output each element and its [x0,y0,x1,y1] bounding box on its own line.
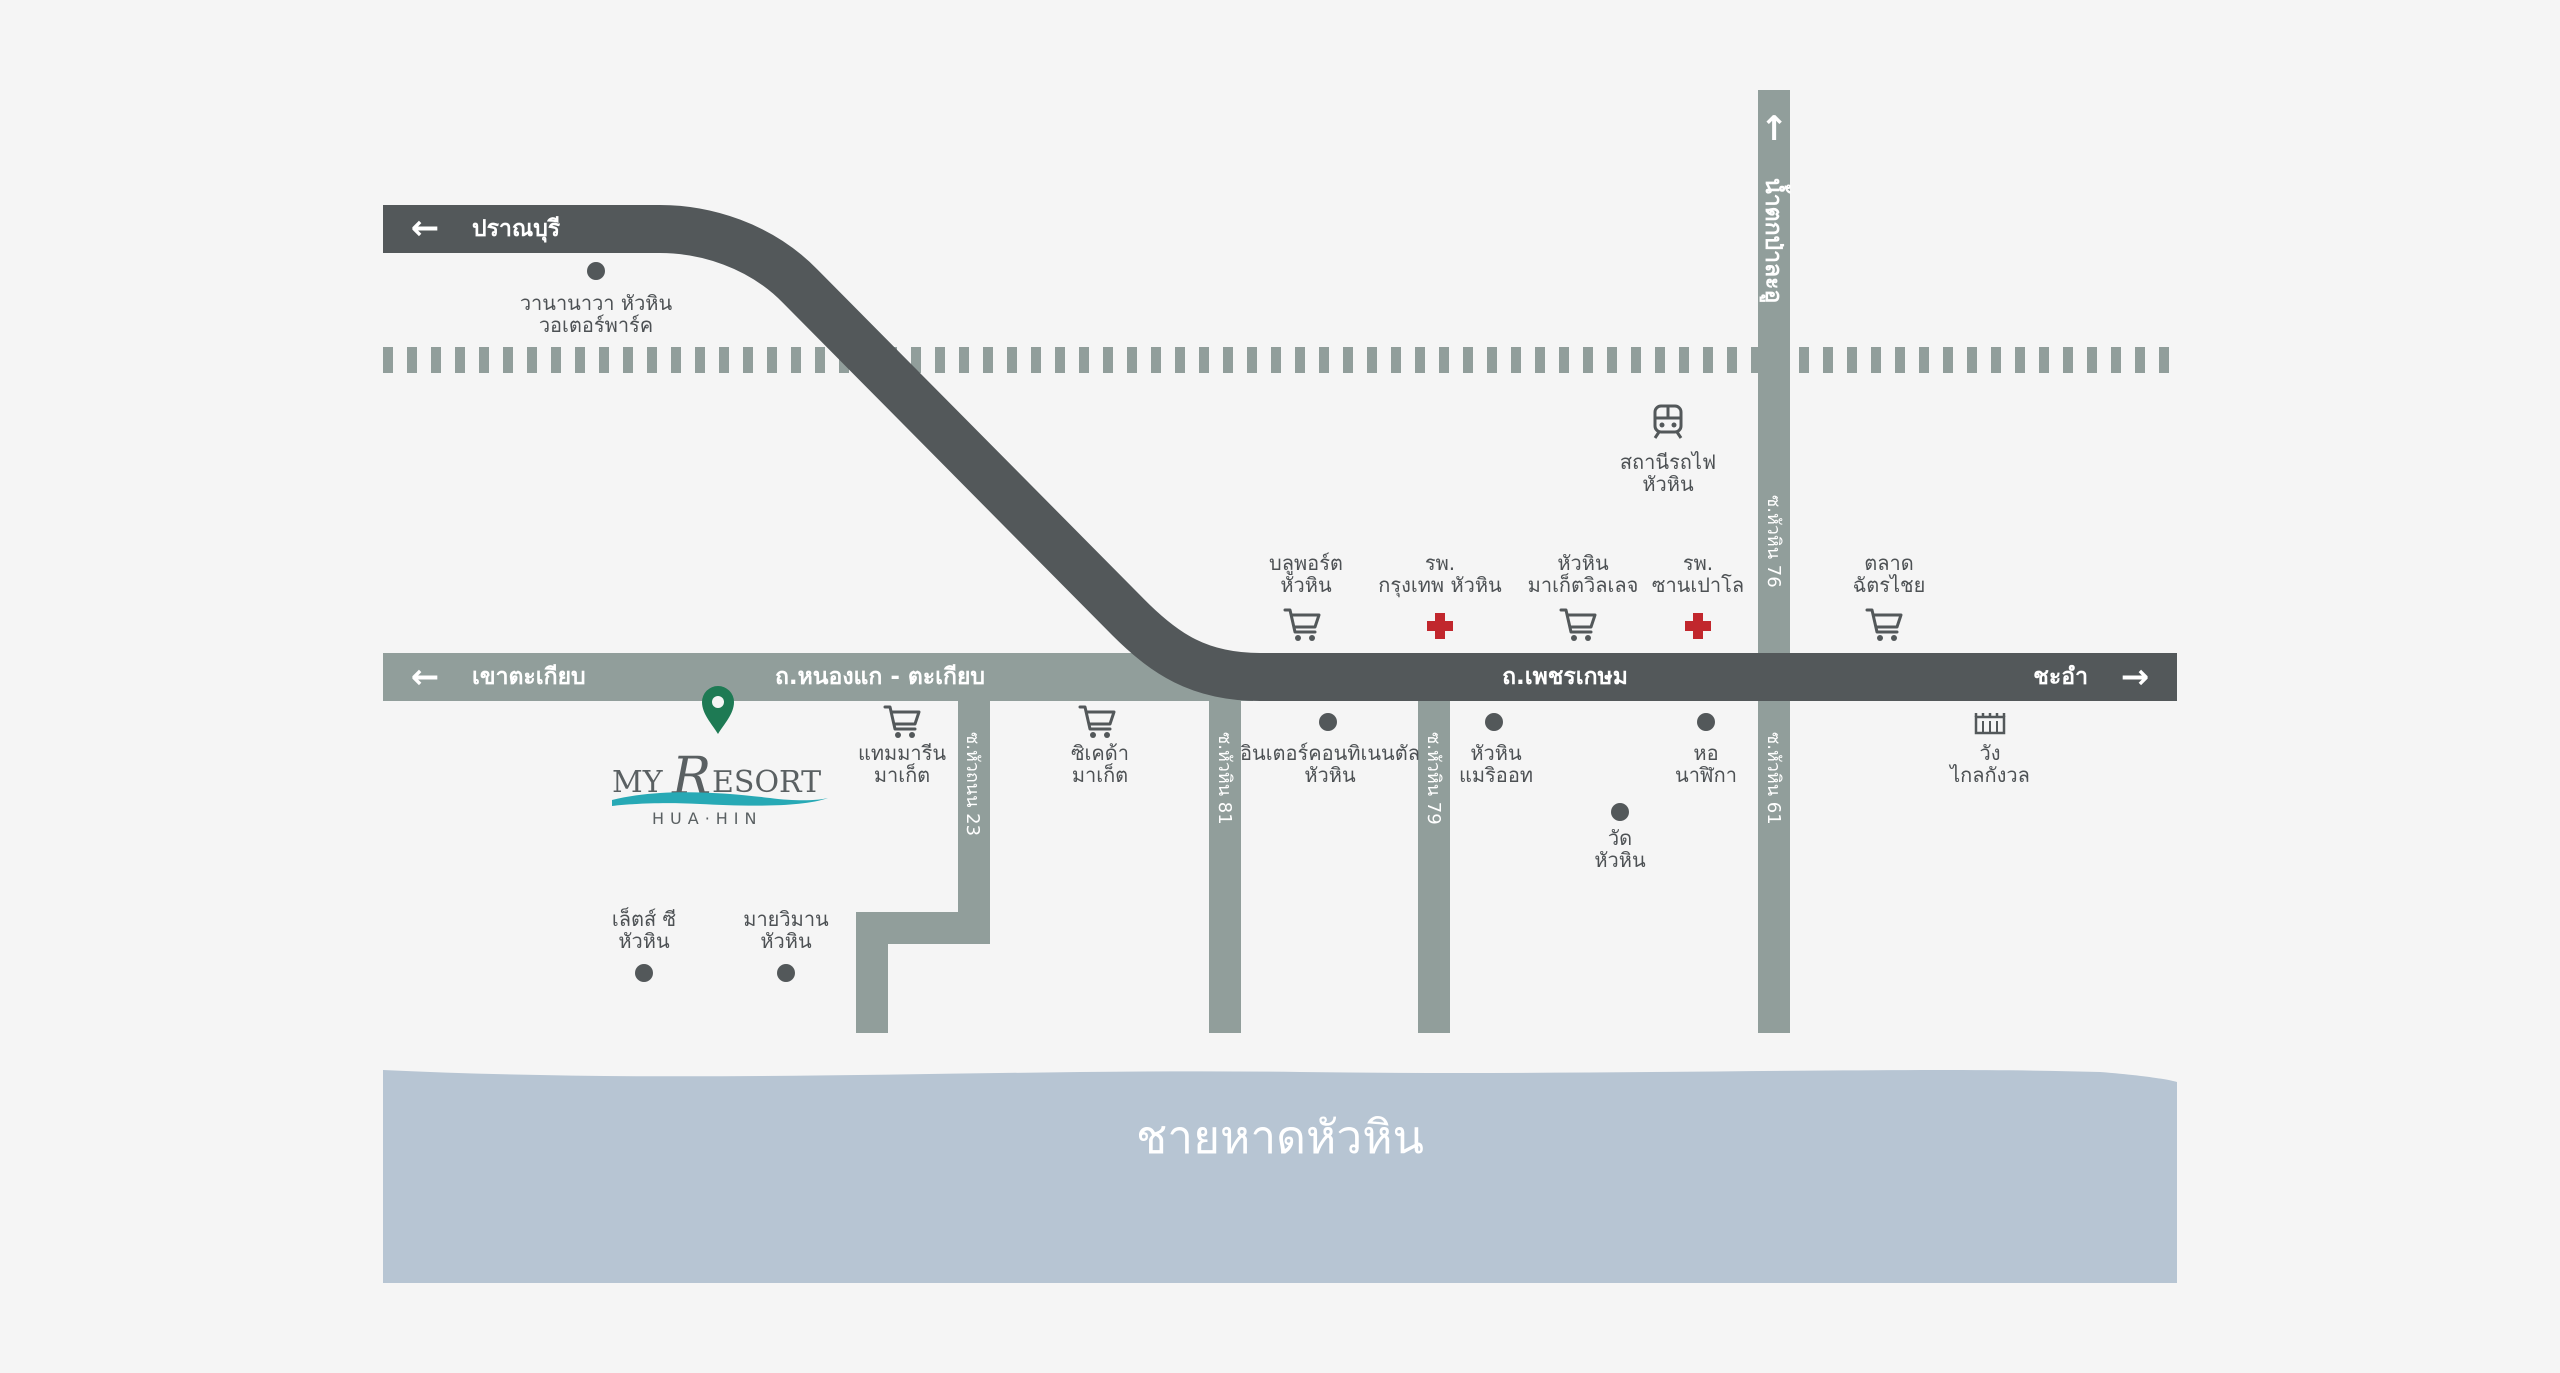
arrow-right-icon: → [2121,657,2150,697]
road-label-soi-81: ซ.หัวหิน 81 [1214,732,1235,825]
road-label-pa-la-u: น้ำตกป่าละอู [1759,178,1791,303]
dot-icon [777,964,795,982]
poi-label: หัวหิน [1557,551,1609,575]
poi-label: หัวหิน [1280,573,1332,597]
location-pin-icon [702,686,734,734]
poi-label: หัวหิน [1470,741,1522,765]
road-label-nong-kae: ถ.หนองแก - ตะเกียบ [775,664,985,690]
my-resort-logo: MY R ESORT HUA·HIN [612,747,828,828]
poi-label: วานานาวา หัวหิน [520,291,673,315]
poi-clock-tower: หอ นาฬิกา [1675,713,1737,787]
poi-label: กรุงเทพ หัวหิน [1378,573,1502,598]
poi-label: ตลาด [1864,551,1913,575]
poi-market-village: หัวหิน มาเก็ตวิลเลจ [1528,551,1639,643]
dot-icon [1319,713,1337,731]
poi-label: วัด [1608,826,1632,850]
poi-klai-kangwon-palace: วัง ไกลกังวล [1948,713,2030,787]
road-nong-kae-takiap [383,653,1253,701]
dot-icon [1697,713,1715,731]
poi-chatchai-market: ตลาด ฉัตรไชย [1853,551,1926,643]
poi-san-paulo-hospital: รพ. ซานเปาโล [1652,551,1744,639]
poi-label: วอเตอร์พาร์ค [539,313,653,337]
poi-label: แมริออท [1459,763,1533,787]
poi-vana-nava: วานานาวา หัวหิน วอเตอร์พาร์ค [520,262,673,337]
arrow-left-icon: ← [411,208,440,248]
dot-icon [1611,803,1629,821]
poi-cicada-market: ซิเคด้า มาเก็ต [1071,705,1129,787]
poi-label: หัวหิน [1594,848,1646,872]
road-label-soi-76: ซ.หัวหิน 76 [1763,495,1784,588]
poi-label: มาเก็ตวิลเลจ [1528,572,1639,597]
poi-label: หัวหิน [1642,472,1694,496]
poi-hua-hin-marriott: หัวหิน แมริออท [1459,713,1533,787]
road-soi-hua-hin-61-76 [1758,90,1790,1033]
poi-tamarind-market: แทมมารีน มาเก็ต [858,705,946,787]
logo-sub: HUA·HIN [652,809,763,828]
poi-railway-station: สถานีรถไฟ หัวหิน [1620,404,1716,496]
road-label-pranburi: ปราณบุรี [472,216,561,243]
poi-wat-hua-hin: วัด หัวหิน [1594,803,1646,872]
road-label-soi-23: ซ.หัวถนน 23 [962,732,983,836]
poi-label: หัวหิน [1304,763,1356,787]
road-label-phetkasem: ถ.เพชรเกษม [1502,664,1628,690]
poi-label: เล็ตส์ ซี [612,906,676,931]
dot-icon [635,964,653,982]
poi-bluport: บลูพอร์ต หัวหิน [1269,551,1343,643]
poi-label: รพ. [1683,551,1713,575]
poi-label: มายวิมาน [743,907,829,931]
poi-label: ฉัตรไชย [1853,573,1926,597]
poi-label: หัวหิน [760,929,812,953]
road-label-cha-am: ชะอำ [2033,664,2088,690]
poi-mai-vimarn: มายวิมาน หัวหิน [743,907,829,982]
palace-icon [1974,713,2006,735]
poi-label: วัง [1980,741,2001,765]
road-soi-hua-hin-79 [1418,677,1450,1033]
arrow-up-icon: ↑ [1760,109,1789,149]
road-label-soi-79: ซ.หัวหิน 79 [1423,732,1444,825]
poi-label: สถานีรถไฟ [1620,450,1716,474]
poi-label: ไกลกังวล [1948,763,2030,787]
train-icon [1653,404,1683,439]
dot-icon [1485,713,1503,731]
road-soi-23 [856,677,990,1033]
poi-label: หอ [1693,741,1718,765]
poi-label: ซิเคด้า [1071,741,1129,765]
poi-label: รพ. [1425,551,1455,575]
hua-hin-beach [383,1070,2177,1283]
poi-let-sea: เล็ตส์ ซี หัวหิน [612,906,676,982]
poi-label: ซานเปาโล [1652,573,1744,597]
poi-intercontinental: อินเตอร์คอนทิเนนตัล หัวหิน [1240,713,1420,787]
poi-bangkok-hospital: รพ. กรุงเทพ หัวหิน [1378,551,1502,639]
poi-label: แทมมารีน [858,741,946,765]
logo-wave [612,792,828,806]
road-soi-hua-hin-81 [1209,677,1241,1033]
road-label-soi-61: ซ.หัวหิน 61 [1763,732,1784,825]
poi-label: หัวหิน [618,929,670,953]
poi-label: มาเก็ต [1072,762,1128,787]
road-label-khao-takiap: เขาตะเกียบ [472,664,586,690]
arrow-left-icon: ← [411,657,440,697]
poi-label: บลูพอร์ต [1269,551,1343,576]
poi-label: นาฬิกา [1675,763,1737,787]
road-phetkasem [383,205,2177,701]
poi-label: อินเตอร์คอนทิเนนตัล [1240,741,1420,765]
dot-icon [587,262,605,280]
beach-label: ชายหาดหัวหิน [1136,1110,1424,1164]
poi-label: มาเก็ต [874,762,930,787]
